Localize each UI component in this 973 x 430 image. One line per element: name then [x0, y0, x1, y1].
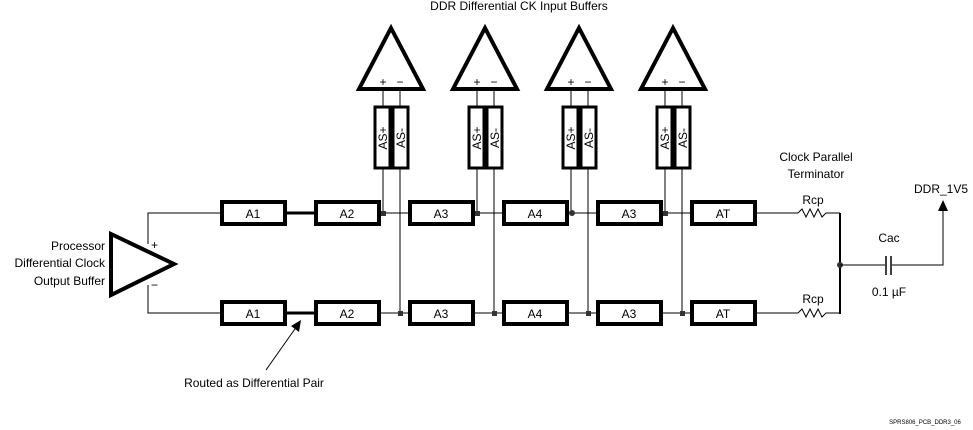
annotation-arrow-icon	[291, 320, 301, 332]
stub-box-pos	[655, 105, 674, 170]
stub-box-neg	[579, 105, 598, 170]
supply-wire	[892, 207, 944, 266]
stub-label-pos: AS+	[564, 126, 578, 149]
junction-dot-icon	[398, 311, 403, 316]
segment-label: A4	[528, 207, 543, 221]
segment-box-bottom-A3	[408, 300, 475, 326]
differential-pair-annotation: Routed as Differential Pair	[184, 320, 324, 390]
capacitor-label: Cac	[878, 231, 899, 245]
segment-box-bottom-AT	[690, 300, 757, 326]
segment-label: A1	[246, 307, 261, 321]
junction-dot-icon	[586, 311, 591, 316]
stub-label-pos: AS+	[658, 126, 672, 149]
output-plus-label: +	[151, 238, 158, 252]
bottom-output-wire	[147, 285, 221, 314]
segment-label: A4	[528, 307, 543, 321]
resistor-top-icon	[797, 207, 840, 219]
output-minus-label: −	[151, 278, 158, 292]
junction-dot-icon	[475, 211, 480, 216]
segment-label: A2	[340, 207, 355, 221]
terminator-label-line1: Clock Parallel	[779, 150, 852, 164]
segment-label: A3	[622, 207, 637, 221]
segment-box-bottom-A3b	[596, 300, 663, 326]
resistor-bottom-icon	[797, 307, 840, 319]
input-plus-label: +	[661, 75, 668, 89]
segment-box-top-A3b	[596, 200, 663, 226]
segment-box-top-AT	[690, 200, 757, 226]
stub-label-neg: AS-	[676, 128, 690, 148]
annotation-leader	[265, 325, 298, 371]
figure-id: SPRS806_PCB_DDR3_06	[889, 420, 961, 426]
input-minus-label: −	[490, 75, 497, 89]
output-buffer-triangle-icon	[109, 230, 179, 299]
annotation-label: Routed as Differential Pair	[184, 376, 324, 390]
bottom-trace-row: A1 A2 A3 A4 A3 AT	[220, 300, 798, 326]
segment-box-top-A3	[408, 200, 475, 226]
processor-label-line1: Processor	[51, 239, 105, 253]
input-minus-label: −	[396, 75, 403, 89]
input-buffer-triangle-icon	[355, 23, 427, 91]
segment-label: A3	[434, 307, 449, 321]
segment-box-top-A2	[314, 200, 381, 226]
stub-label-neg: AS-	[488, 128, 502, 148]
segment-label: A3	[622, 307, 637, 321]
terminator-label-line2: Terminator	[788, 167, 845, 181]
input-plus-label: +	[473, 75, 480, 89]
input-buffer-2: + − AS+ AS-	[449, 23, 521, 316]
processor-label-line3: Output Buffer	[34, 274, 105, 288]
processor-output-buffer: + − Processor Differential Clock Output …	[15, 230, 179, 299]
segment-label: A1	[246, 207, 261, 221]
resistor-bottom-label: Rcp	[802, 292, 824, 306]
junction-dot-icon	[492, 311, 497, 316]
stub-box-neg	[391, 105, 410, 170]
input-plus-label: +	[567, 75, 574, 89]
processor-label-line2: Differential Clock	[15, 256, 106, 270]
segment-box-top-A4	[502, 200, 569, 226]
stub-box-neg	[673, 105, 692, 170]
input-minus-label: −	[678, 75, 685, 89]
input-buffer-1: + − AS+ AS-	[355, 23, 427, 316]
segment-label: AT	[716, 207, 731, 221]
input-buffer-triangle-icon	[449, 23, 521, 91]
capacitor-value-label: 0.1 µF	[872, 285, 906, 299]
stub-box-neg	[485, 105, 504, 170]
segment-label: AT	[716, 307, 731, 321]
input-buffer-4: + − AS+ AS-	[637, 23, 709, 316]
junction-dot-icon	[381, 211, 386, 216]
segment-box-bottom-A2	[314, 300, 381, 326]
junction-dot-icon	[663, 211, 668, 216]
segment-label: A2	[340, 307, 355, 321]
stub-label-pos: AS+	[376, 126, 390, 149]
segment-box-bottom-A4	[502, 300, 569, 326]
supply-arrow-icon	[938, 200, 948, 211]
stub-label-neg: AS-	[582, 128, 596, 148]
top-trace-row: A1 A2 A3 A4 A3 AT	[220, 200, 798, 226]
input-buffer-3: + − AS+ AS-	[543, 23, 615, 316]
input-plus-label: +	[379, 75, 386, 89]
stub-box-pos	[373, 105, 392, 170]
stub-box-pos	[467, 105, 486, 170]
stub-label-pos: AS+	[470, 126, 484, 149]
input-minus-label: −	[584, 75, 591, 89]
junction-dot-icon	[680, 311, 685, 316]
segment-box-bottom-A1	[220, 300, 287, 326]
top-output-wire	[147, 212, 221, 244]
segment-label: A3	[434, 207, 449, 221]
stub-label-neg: AS-	[394, 128, 408, 148]
supply-label: DDR_1V5	[914, 182, 968, 196]
segment-box-top-A1	[220, 200, 287, 226]
input-buffer-triangle-icon	[543, 23, 615, 91]
clock-parallel-terminator: Clock Parallel Terminator Rcp Rcp Cac 0.…	[779, 150, 968, 319]
diagram-title: DDR Differential CK Input Buffers	[430, 0, 608, 13]
junction-dot-icon	[569, 210, 575, 216]
stub-box-pos	[561, 105, 580, 170]
input-buffer-triangle-icon	[637, 23, 709, 91]
resistor-top-label: Rcp	[802, 193, 824, 207]
